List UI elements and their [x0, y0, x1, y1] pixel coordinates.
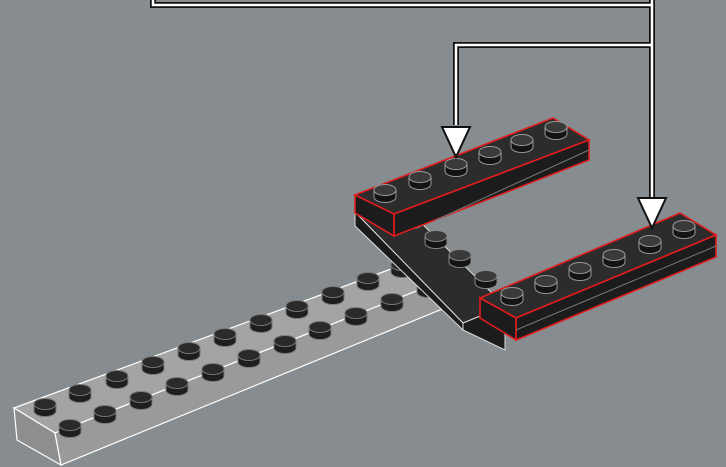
lower-plate-end-face	[479, 296, 517, 342]
stud	[177, 342, 201, 361]
stud	[380, 293, 404, 312]
upper-plate-end-face	[354, 193, 395, 238]
stud	[356, 272, 380, 291]
callout-line	[454, 43, 652, 125]
stud	[141, 356, 165, 375]
callout-line	[151, 0, 654, 7]
stud	[285, 300, 309, 319]
stud	[444, 158, 468, 177]
stud	[500, 287, 524, 306]
callout-line-shadow	[453, 42, 652, 125]
callout-arrows	[150, 0, 668, 231]
down-arrow-icon	[636, 197, 668, 231]
stud	[165, 377, 189, 396]
stud	[568, 262, 592, 281]
stud	[105, 370, 129, 389]
stud	[408, 171, 432, 190]
down-arrow-icon	[440, 126, 472, 160]
stud	[478, 146, 502, 165]
stud	[344, 307, 368, 326]
stud	[68, 384, 92, 403]
highlighted-plate-upper	[353, 117, 591, 238]
highlighted-plate-lower	[478, 212, 718, 342]
lower-plate-seam	[515, 245, 717, 331]
stud	[273, 335, 297, 354]
plate-top-face	[12, 261, 449, 434]
stud	[58, 419, 82, 438]
stud	[373, 184, 397, 203]
stud	[544, 121, 568, 140]
stud	[602, 249, 626, 268]
stud	[510, 134, 534, 153]
stud	[33, 398, 57, 417]
upper-plate-seam	[435, 149, 590, 221]
stud	[249, 314, 273, 333]
light-gray-plate	[12, 259, 453, 467]
stud	[237, 349, 261, 368]
stud	[308, 321, 332, 340]
stud	[672, 220, 696, 239]
stud	[321, 286, 345, 305]
stud	[201, 363, 225, 382]
stud	[213, 328, 237, 347]
stud	[93, 405, 117, 424]
stud	[638, 235, 662, 254]
stud	[534, 275, 558, 294]
stud	[424, 230, 448, 249]
stud	[474, 270, 498, 289]
stud	[129, 391, 153, 410]
stud	[448, 249, 472, 268]
